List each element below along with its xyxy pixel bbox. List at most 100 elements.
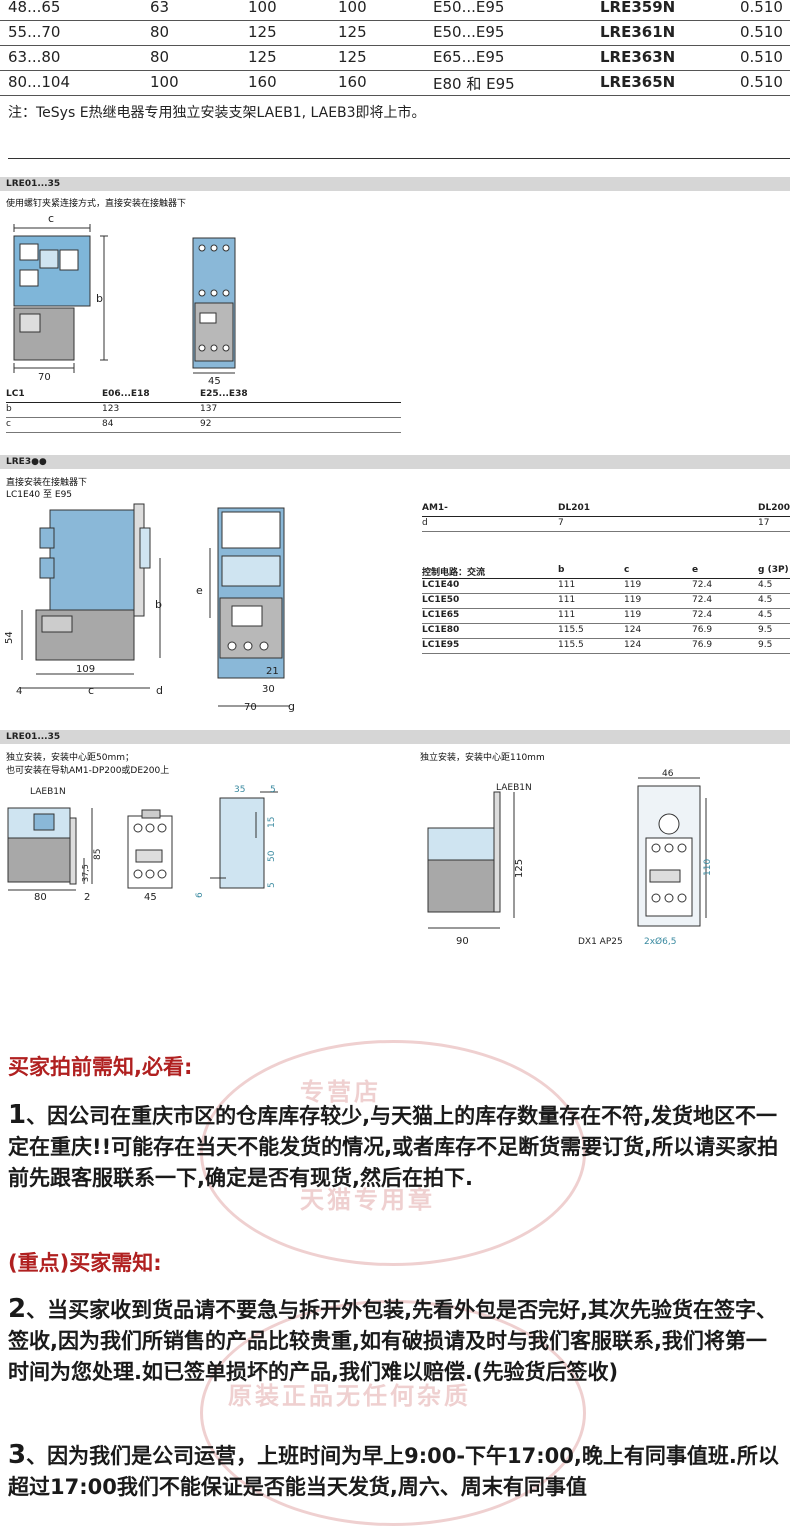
table-row: LC1E95 115.5 124 76.9 9.5: [422, 639, 790, 654]
cell: LC1E50: [422, 595, 460, 605]
cell: 0.510: [740, 73, 783, 91]
watermark-text: 原装正品无任何杂质: [228, 1382, 471, 1410]
dim-label: 5: [267, 882, 277, 888]
table-row: LC1E65 111 119 72.4 4.5: [422, 609, 790, 624]
paragraph-text: 、因为我们是公司运营，上班时间为早上9:00-下午17:00,晚上有同事值班.所…: [8, 1444, 779, 1499]
dim-label: 70: [244, 702, 257, 713]
section-desc: 直接安装在接触器下: [6, 478, 88, 488]
notice-title: (重点)买家需知:: [8, 1251, 162, 1275]
cell: LC1E80: [422, 625, 460, 635]
cell: 92: [200, 419, 212, 429]
notice-paragraph-3: 3、因为我们是公司运营，上班时间为早上9:00-下午17:00,晚上有同事值班.…: [8, 1440, 786, 1503]
cell: 7: [558, 518, 564, 528]
dim-label: 80: [34, 892, 47, 903]
cell: 17: [758, 518, 770, 528]
cell: d: [422, 518, 428, 528]
cell: E50...E95: [433, 23, 505, 41]
dim-label: 6: [195, 892, 205, 898]
part-label: DX1 AP25: [578, 937, 623, 947]
cell: 111: [558, 610, 576, 620]
drawing-laeb1n-left: LAEB1N 85 37,5 80 2 45 35 5 15 50 5 6: [7, 785, 278, 903]
dim-label: e: [196, 584, 203, 597]
cell: LRE363N: [600, 48, 676, 66]
cell: DL201: [558, 503, 590, 513]
dim-label: 2xØ6,5: [644, 936, 676, 947]
cell: LC1E95: [422, 640, 460, 650]
table-row: 55...70 80 125 125 E50...E95 LRE361N 0.5…: [0, 21, 790, 46]
cell: 125: [248, 23, 277, 41]
dim-label: 5: [270, 785, 276, 795]
cell: 0.510: [740, 0, 783, 16]
cell: c: [6, 419, 11, 429]
cell: 76.9: [692, 625, 713, 635]
section-band: LRE01...35: [0, 177, 790, 191]
cell: 80: [150, 48, 170, 66]
cell: 125: [338, 48, 367, 66]
drawing-lre3-side: b 54 109 4 c d e 21 30 70 g: [4, 503, 295, 713]
cell: 100: [248, 0, 277, 16]
table-header: LC1 E06...E18 E25...E38: [6, 388, 401, 403]
cell: DL200: [758, 503, 790, 513]
dim-label: 45: [208, 376, 221, 384]
cell: 72.4: [692, 595, 713, 605]
cell: 115.5: [558, 640, 584, 650]
cell: 55...70: [8, 23, 61, 41]
cell: E50...E95: [433, 0, 505, 16]
cell: 63: [150, 0, 170, 16]
section-desc: 也可安装在导轨AM1-DP200或DE200上: [6, 766, 170, 776]
cell: AM1-: [422, 503, 448, 513]
cell: 4.5: [758, 595, 773, 605]
dim-label: 54: [4, 631, 15, 644]
cell: 100: [150, 73, 179, 91]
cell: 63...80: [8, 48, 61, 66]
part-label: LAEB1N: [30, 787, 66, 797]
cell: g (3P): [758, 565, 789, 575]
dim-label: 30: [262, 684, 275, 695]
cell: b: [558, 565, 565, 575]
cell: 84: [102, 419, 114, 429]
watermark-text: 专营店: [300, 1078, 381, 1106]
dim-label: 125: [514, 859, 525, 878]
notice-title: 买家拍前需知,必看:: [8, 1055, 193, 1079]
cell: 100: [338, 0, 367, 16]
section-desc: 独立安装，安装中心距50mm；: [6, 753, 134, 763]
dim-label: 35: [234, 785, 245, 795]
dim-label: 50: [267, 850, 277, 862]
cell: 123: [102, 404, 120, 414]
table-header: 控制电路：交流 b c e g (3P): [422, 564, 790, 579]
cell: 72.4: [692, 580, 713, 590]
cell: 160: [338, 73, 367, 91]
dim-label: 4: [16, 686, 22, 697]
section-band: LRE3●●: [0, 455, 790, 469]
drawing-laeb1n-right: LAEB1N 125 90 46 110 DX1 AP25 2xØ6,5: [427, 769, 713, 947]
cell: 9.5: [758, 640, 773, 650]
dim-label: 21: [266, 666, 279, 677]
cell: LRE361N: [600, 23, 676, 41]
cell: LC1E40: [422, 580, 460, 590]
table-row: 48...65 63 100 100 E50...E95 LRE359N 0.5…: [0, 0, 790, 21]
dim-label: 45: [144, 892, 157, 903]
notice-paragraph-2: 2、当买家收到货品请不要急与拆开外包装,先看外包是否完好,其次先验货在签字、签收…: [8, 1294, 786, 1388]
table-row: d 7 17: [422, 517, 790, 532]
cell: 124: [624, 625, 642, 635]
dim-label: 109: [76, 664, 95, 675]
table-row: 63...80 80 125 125 E65...E95 LRE363N 0.5…: [0, 46, 790, 71]
cell: 160: [248, 73, 277, 91]
notice-paragraph-1: 1、因公司在重庆市区的仓库库存较少,与天猫上的库存数量存在不符,发货地区不一定在…: [8, 1100, 786, 1194]
cell: E80 和 E95: [433, 75, 515, 93]
section-desc: LC1E40 至 E95: [6, 490, 73, 500]
dim-label: 70: [38, 372, 51, 383]
cell: b: [6, 404, 12, 414]
divider: [8, 158, 790, 159]
cell: 控制电路：交流: [422, 568, 486, 578]
dim-label: 46: [662, 769, 674, 779]
cell: 111: [558, 595, 576, 605]
cell: 119: [624, 580, 642, 590]
cell: LRE359N: [600, 0, 676, 16]
part-label: LAEB1N: [496, 783, 532, 793]
cell: 76.9: [692, 640, 713, 650]
paragraph-text: 、因公司在重庆市区的仓库库存较少,与天猫上的库存数量存在不符,发货地区不一定在重…: [8, 1104, 779, 1190]
cell: 80...104: [8, 73, 71, 91]
cell: 72.4: [692, 610, 713, 620]
cell: 115.5: [558, 625, 584, 635]
